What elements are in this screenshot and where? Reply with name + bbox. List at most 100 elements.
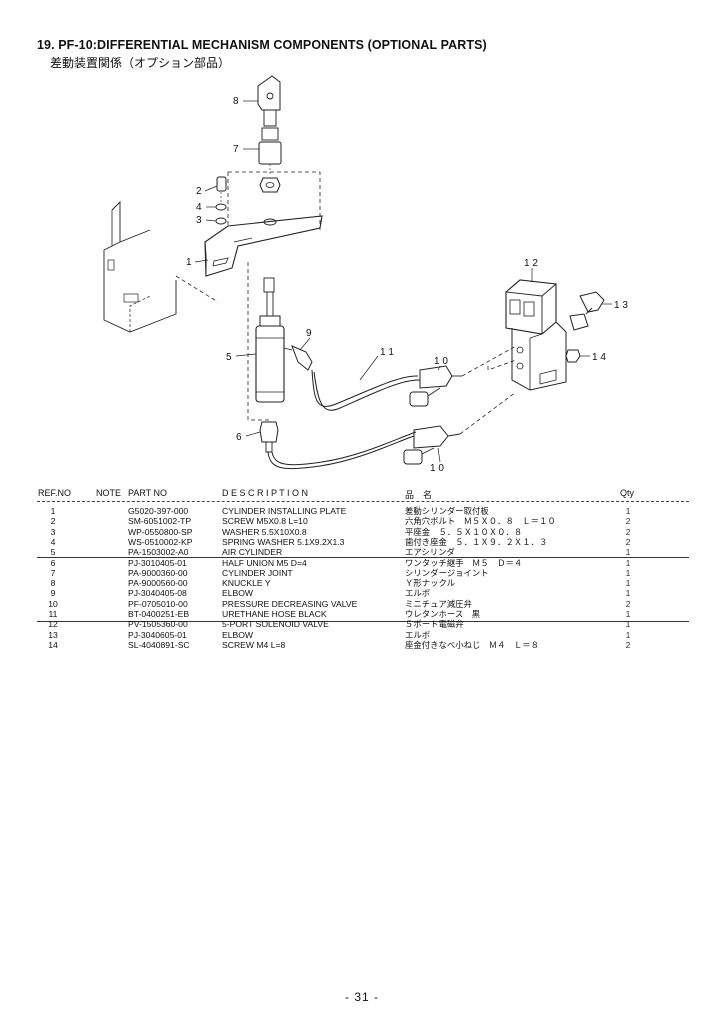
qty-cell: 2 <box>625 526 631 537</box>
table-header-divider <box>37 501 689 502</box>
table-row: 10 PF-0705010-00 PRESSURE DECREASING VALVE… <box>0 599 724 609</box>
qty-cell: 1 <box>625 619 631 630</box>
table-row: 7 PA-9000360-00 CYLINDER JOINT シリンダージョイント 1 <box>0 568 724 578</box>
japanese-name-cell: エアシリンダ <box>405 547 455 558</box>
part-no-cell: PJ-3010405-01 <box>128 557 187 568</box>
part-no-cell: PJ-3040605-01 <box>128 629 187 640</box>
callout-7: 7 <box>233 144 239 155</box>
part-no-cell: SL-4040891-SC <box>128 639 190 650</box>
description-cell: ELBOW <box>222 588 254 599</box>
description-cell: CYLINDER INSTALLING PLATE <box>222 506 347 516</box>
callout-9: 9 <box>306 328 312 339</box>
japanese-name-cell: Ｙ形ナックル <box>405 578 455 589</box>
header-note: NOTE <box>96 488 122 498</box>
qty-cell: 1 <box>625 609 631 619</box>
description-cell: SCREW M5X0.8 L=10 <box>222 516 308 527</box>
part-no-cell: BT-0400251-EB <box>128 609 190 619</box>
callout-2: 2 <box>196 186 202 197</box>
description-cell: PRESSURE DECREASING VALVE <box>222 598 358 609</box>
page-subtitle: 差動装置関係（オプション部品） <box>50 56 231 70</box>
ref-no-cell: 6 <box>50 557 56 568</box>
table-row: 8 PA-9000560-00 KNUCKLE Y Ｙ形ナックル 1 <box>0 578 724 588</box>
ref-no-cell: 7 <box>50 567 56 578</box>
table-row: 14 SL-4040891-SC SCREW M4 L=8 座金付きなべ小ねじ Ｍ４ … <box>0 640 724 650</box>
table-row: 11 BT-0400251-EB URETHANE HOSE BLACK ウレタンホー… <box>0 609 724 619</box>
qty-cell: 2 <box>625 598 631 609</box>
header-description: D E S C R I P T I O N <box>222 488 309 498</box>
description-cell: SCREW M4 L=8 <box>222 639 286 650</box>
description-cell: WASHER 5.5X10X0.8 <box>222 526 307 537</box>
qty-cell: 1 <box>625 506 631 516</box>
japanese-name-cell: 六角穴ボルト Ｍ５Ｘ０．８ Ｌ＝１０ <box>405 516 556 527</box>
description-cell: SPRING WASHER 5.1X9.2X1.3 <box>222 536 345 547</box>
part-no-cell: PV-1505360-00 <box>128 619 188 630</box>
callout-5: 5 <box>226 352 232 363</box>
ref-no-cell: 12 <box>48 619 58 630</box>
callout-13: 1 3 <box>614 300 628 311</box>
description-cell: ELBOW <box>222 629 254 640</box>
callout-14: 1 4 <box>592 352 606 363</box>
japanese-name-cell: 歯付き座金 ５．１Ｘ９．２Ｘ１．３ <box>405 536 548 547</box>
qty-cell: 1 <box>625 567 631 578</box>
part-no-cell: SM-6051002-TP <box>128 516 192 527</box>
row-group-divider <box>37 557 689 558</box>
japanese-name-cell: ワンタッチ継手 Ｍ５ Ｄ＝４ <box>405 557 523 568</box>
header-ref-no: REF.NO <box>38 488 72 498</box>
callout-6: 6 <box>236 432 242 443</box>
description-cell: AIR CYLINDER <box>222 547 283 558</box>
description-cell: 5-PORT SOLENOID VALVE <box>222 619 329 630</box>
japanese-name-cell: シリンダージョイント <box>405 567 489 578</box>
ref-no-cell: 13 <box>48 629 58 640</box>
description-cell: KNUCKLE Y <box>222 578 271 589</box>
table-row: 2 SM-6051002-TP SCREW M5X0.8 L=10 六角穴ボルト Ｍ５… <box>0 516 724 526</box>
callout-8: 8 <box>233 96 239 107</box>
japanese-name-cell: ５ポート電磁弁 <box>405 619 464 630</box>
japanese-name-cell: 平座金 ５．５Ｘ１０Ｘ０．８ <box>405 526 523 537</box>
qty-cell: 2 <box>625 536 631 547</box>
ref-no-cell: 2 <box>50 516 56 527</box>
part-no-cell: WP-0550800-SP <box>128 526 193 537</box>
ref-no-cell: 4 <box>50 536 56 547</box>
ref-no-cell: 9 <box>50 588 56 599</box>
part-no-cell: PJ-3040405-08 <box>128 588 187 599</box>
japanese-name-cell: エルボ <box>405 629 431 640</box>
japanese-name-cell: エルボ <box>405 588 431 599</box>
qty-cell: 1 <box>625 578 631 589</box>
ref-no-cell: 11 <box>48 609 58 619</box>
description-cell: URETHANE HOSE BLACK <box>222 609 327 619</box>
japanese-name-cell: 差動シリンダー取付板 <box>405 506 489 516</box>
description-cell: HALF UNION M5 D=4 <box>222 557 307 568</box>
qty-cell: 2 <box>625 639 631 650</box>
table-row: 3 WP-0550800-SP WASHER 5.5X10X0.8 平座金 ５．５Ｘ１… <box>0 527 724 537</box>
table-row: 12 PV-1505360-00 5-PORT SOLENOID VALVE ５ポート… <box>0 619 724 629</box>
part-no-cell: G5020-397-000 <box>128 506 189 516</box>
exploded-parts-diagram: 8 7 2 4 3 1 9 5 6 1 1 1 0 1 0 1 2 1 3 1 … <box>103 75 628 474</box>
callout-10-upper: 1 0 <box>434 356 448 367</box>
ref-no-cell: 1 <box>50 506 56 516</box>
part-no-cell: PA-9000360-00 <box>128 567 188 578</box>
japanese-name-cell: 座金付きなべ小ねじ Ｍ４ Ｌ＝８ <box>405 639 539 650</box>
header-qty: Qty <box>620 488 635 498</box>
ref-no-cell: 3 <box>50 526 56 537</box>
ref-no-cell: 8 <box>50 578 56 589</box>
qty-cell: 1 <box>625 547 631 558</box>
table-row: 6 PJ-3010405-01 HALF UNION M5 D=4 ワンタッチ継手 Ｍ… <box>0 558 724 568</box>
part-no-cell: PA-9000560-00 <box>128 578 188 589</box>
callout-10-lower: 1 0 <box>430 463 444 474</box>
description-cell: CYLINDER JOINT <box>222 567 293 578</box>
callout-4: 4 <box>196 202 202 213</box>
page-number: - 31 - <box>344 990 379 1004</box>
part-no-cell: PF-0705010-00 <box>128 598 188 609</box>
page-title: 19. PF-10:DIFFERENTIAL MECHANISM COMPONE… <box>37 38 487 52</box>
callout-3: 3 <box>196 215 202 226</box>
ref-no-cell: 14 <box>48 639 58 650</box>
ref-no-cell: 10 <box>48 598 58 609</box>
header-japanese-name: 品 名 <box>405 491 433 501</box>
qty-cell: 2 <box>625 516 631 527</box>
callout-12: 1 2 <box>524 258 538 269</box>
japanese-name-cell: ウレタンホース 黒 <box>405 609 480 619</box>
